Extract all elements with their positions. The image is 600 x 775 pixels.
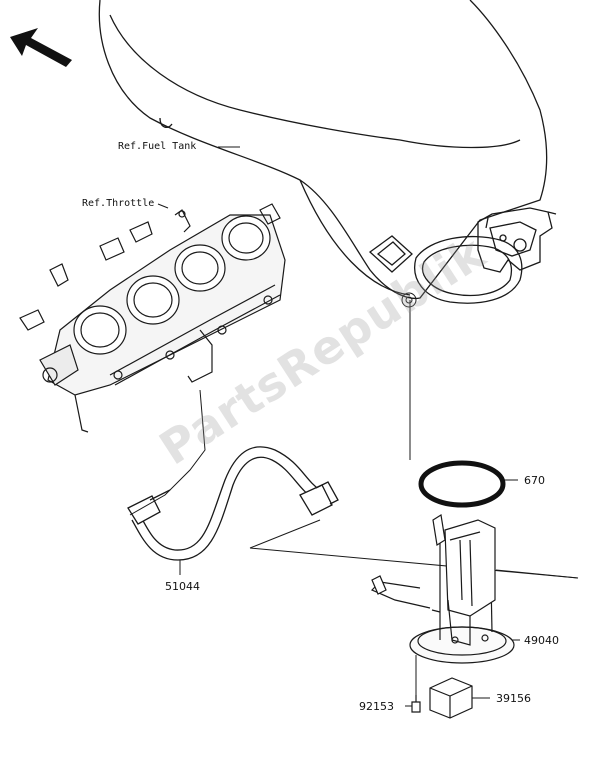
- part-label-51044: 51044: [165, 580, 200, 593]
- fuel-pump: [370, 514, 515, 664]
- ref-fuel-tank-label: Ref.Fuel Tank: [118, 141, 197, 152]
- arrow-up-left-icon: [10, 28, 72, 67]
- pad: [429, 677, 473, 719]
- fuel-tank: [98, 0, 557, 304]
- ref-throttle-label: Ref.Throttle: [82, 198, 155, 209]
- part-label-92153: 92153: [359, 700, 394, 713]
- part-label-670: 670: [524, 474, 545, 487]
- o-ring: [418, 460, 506, 508]
- gear-icon: [401, 292, 417, 308]
- part-label-39156: 39156: [496, 692, 531, 705]
- bolt: [411, 695, 421, 713]
- leader-lines: [129, 300, 579, 707]
- part-label-49040: 49040: [524, 634, 559, 647]
- fuel-hose: [127, 446, 339, 561]
- throttle-body: [19, 203, 286, 433]
